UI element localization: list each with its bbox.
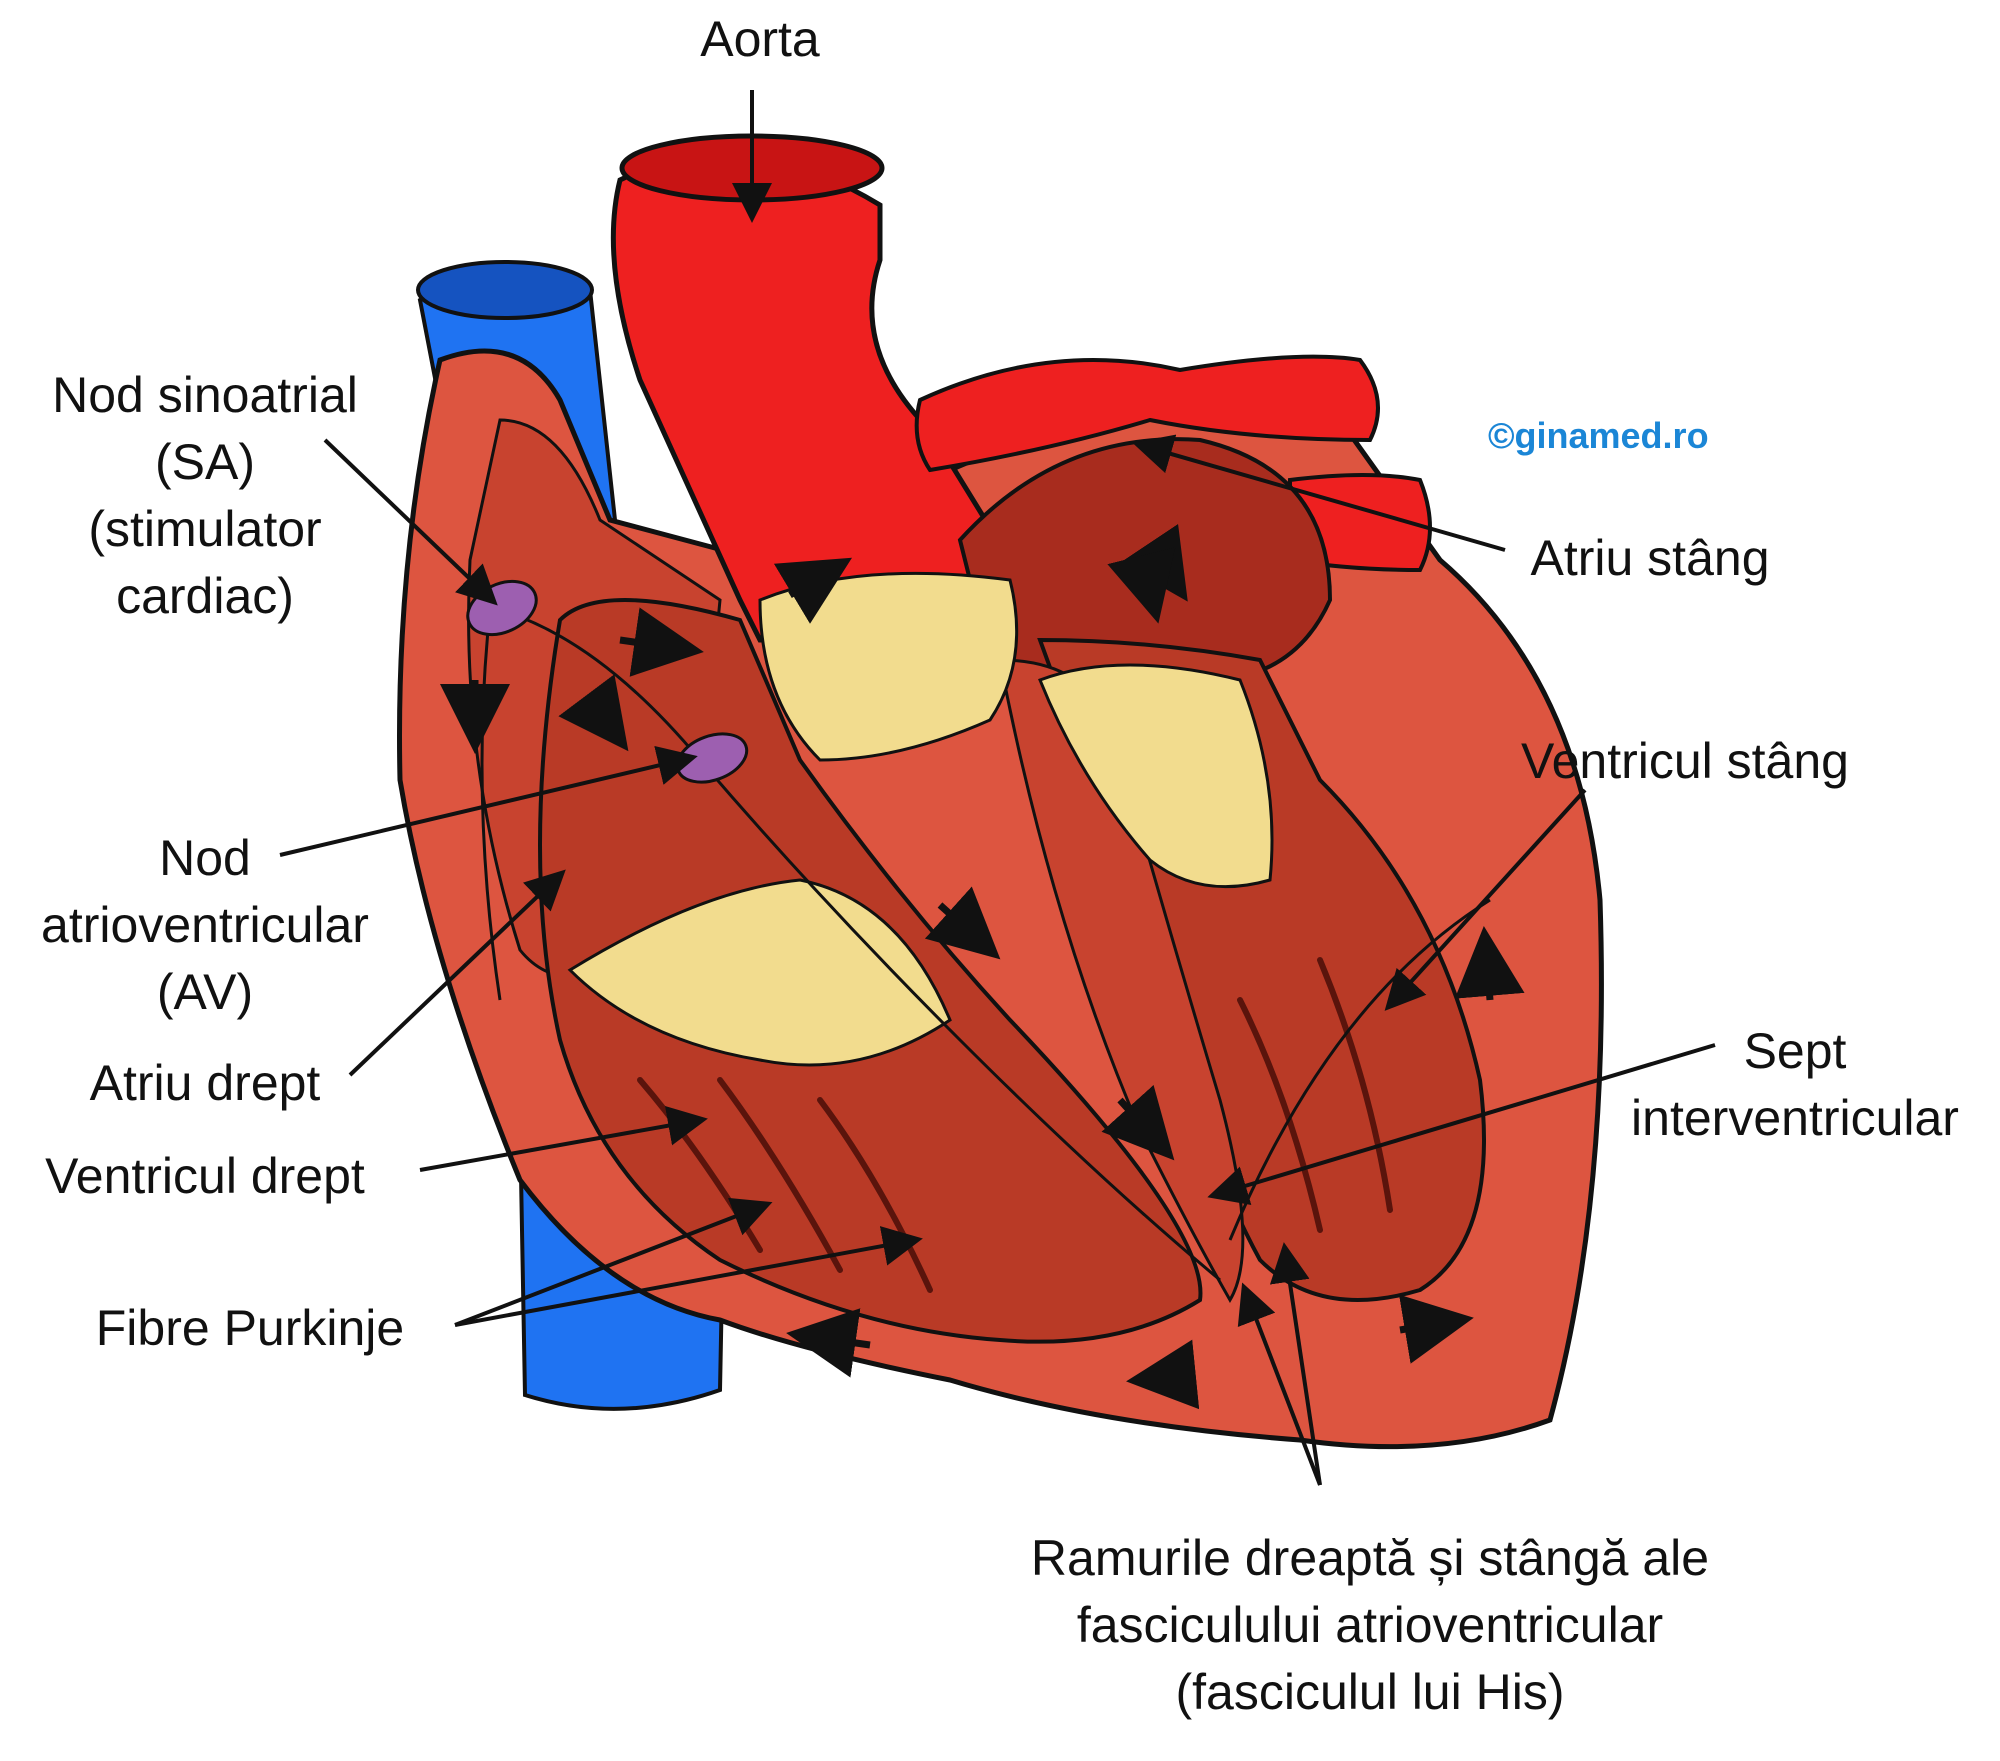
mitral-valve	[1038, 663, 1274, 889]
label-purkinje: Fibre Purkinje	[60, 1295, 440, 1362]
label-aorta-text: Aorta	[700, 11, 820, 67]
watermark: ©ginamed.ro	[1488, 415, 1709, 456]
papillary-strands	[637, 957, 1393, 1293]
label-left-atrium: Atriu stâng	[1505, 525, 1795, 592]
sa-node-line-1: Nod sinoatrial	[52, 367, 358, 423]
leader-left-atrium	[1132, 434, 1506, 552]
pulmonary-veins-upper	[914, 354, 1380, 473]
label-right-ventricle: Ventricul drept	[5, 1143, 405, 1210]
bundle-line-1: Ramurile dreaptă și stângă ale	[1030, 1530, 1710, 1586]
label-right-atrium: Atriu drept	[55, 1050, 355, 1117]
flow-arrow	[773, 557, 853, 624]
label-bundle-branches: Ramurile dreaptă și stângă ale fasciculu…	[960, 1525, 1780, 1726]
leader-bundle-1	[1237, 1282, 1322, 1486]
leader-purkinje-1	[454, 1197, 773, 1327]
flow-arrow	[924, 886, 1001, 960]
flow-arrow	[1101, 1084, 1175, 1161]
label-sa-node: Nod sinoatrial (SA) (stimulator cardiac)	[10, 362, 400, 630]
purkinje-text: Fibre Purkinje	[95, 1300, 405, 1356]
leader-septum	[1207, 1043, 1716, 1205]
leader-right-ventricle	[419, 1105, 708, 1172]
left-ventricle-text: Ventricul stâng	[1521, 733, 1849, 789]
label-left-ventricle: Ventricul stâng	[1480, 728, 1890, 795]
av-node-line-1: Nod	[159, 830, 251, 886]
left-atrium-text: Atriu stâng	[1530, 530, 1770, 586]
av-node-line-3: (AV)	[156, 964, 254, 1020]
right-atrium-text: Atriu drept	[89, 1055, 321, 1111]
sa-node-line-4: cardiac)	[116, 568, 294, 624]
sa-node-line-2: (SA)	[155, 434, 255, 490]
label-septum: Sept interventricular	[1595, 1018, 1995, 1152]
flow-arrow	[558, 674, 629, 752]
septum-line-2: interventricular	[1631, 1090, 1959, 1146]
flow-arrow	[786, 1308, 871, 1378]
flow-arrow	[619, 607, 704, 677]
conduction-arrows	[440, 523, 1525, 1410]
right-ventricle-text: Ventricul drept	[45, 1148, 365, 1204]
sa-node-line-3: (stimulator	[88, 501, 322, 557]
conduction-pathway	[480, 608, 1491, 1282]
flow-arrow	[1107, 547, 1176, 624]
septum-line-1: Sept	[1743, 1023, 1847, 1079]
leader-bundle-2	[1269, 1242, 1322, 1486]
bundle-line-3: (fasciculul lui His)	[1175, 1664, 1565, 1720]
vena-cava-opening	[416, 260, 594, 320]
leader-left-ventricle	[1384, 788, 1587, 1011]
label-aorta: Aorta	[660, 6, 860, 73]
leader-av-node	[279, 745, 698, 857]
leader-right-atrium	[348, 869, 566, 1077]
flow-arrow	[1454, 926, 1525, 1001]
leader-purkinje-2	[454, 1226, 923, 1327]
label-av-node: Nod atrioventricular (AV)	[0, 825, 410, 1026]
flow-arrow	[1399, 1294, 1474, 1364]
leader-lines	[279, 90, 1716, 1486]
leader-sa-node	[323, 438, 498, 606]
flow-arrow	[1126, 1339, 1200, 1410]
bundle-line-2: fasciculului atrioventricular	[1076, 1597, 1664, 1653]
av-node-line-2: atrioventricular	[41, 897, 369, 953]
tricuspid-valve	[567, 878, 952, 1067]
